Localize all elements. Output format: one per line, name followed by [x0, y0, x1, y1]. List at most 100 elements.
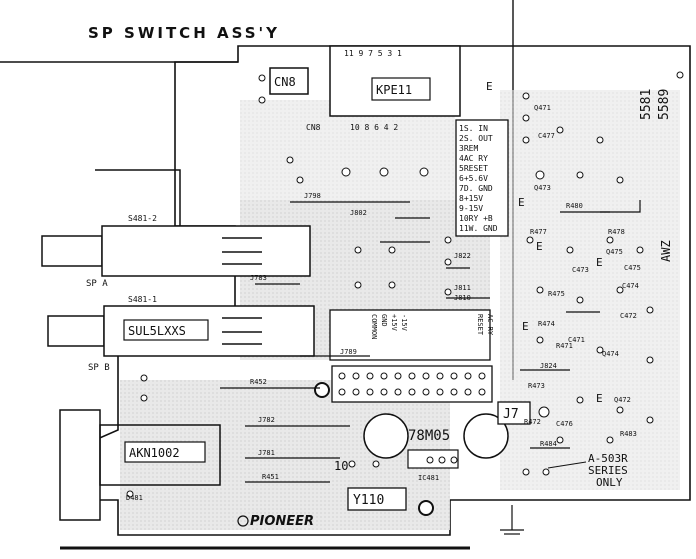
- ref-c477: C477: [538, 132, 555, 140]
- j7-box: [497, 401, 531, 425]
- ref-r475: R475: [548, 290, 565, 298]
- mid-label-gnd: GND: [380, 314, 388, 327]
- ref-c475: C475: [624, 264, 641, 272]
- pioneer-logo: PIONEER: [250, 514, 314, 529]
- e-marker-5: E: [596, 392, 603, 405]
- switch-body-line: [95, 169, 181, 226]
- ref-c472: C472: [620, 312, 637, 320]
- side-hole: [676, 71, 684, 79]
- mid-label-common: COMMON: [370, 314, 378, 339]
- pinout-6: 6+5.6V: [459, 174, 488, 183]
- cn8-label: CN8: [274, 75, 296, 89]
- jumper-j822: J822: [454, 252, 471, 260]
- switch-part-box: [123, 319, 209, 341]
- pinout-7: 7D. GND: [459, 184, 493, 193]
- jack-part-label: AKN1002: [129, 446, 180, 460]
- ref-r478: R478: [608, 228, 625, 236]
- jumper-labels: J798 J802 J783 J822 J811 J810 J824 J782 …: [250, 192, 557, 457]
- component-ref-labels: R452 R451 R480 R478 R477 R475 R474 R473 …: [126, 104, 641, 502]
- pinout-3: 3REM: [459, 144, 478, 153]
- capacitor-right: [463, 413, 509, 459]
- sp-b-label: SP B: [88, 363, 110, 373]
- jumper-j811: J811: [454, 284, 471, 292]
- switch-a-knob: [41, 235, 103, 267]
- pinout-10: 10RY +B: [459, 214, 493, 223]
- e-markers: E E E E E E: [486, 80, 603, 405]
- ref-q473: Q473: [534, 184, 551, 192]
- board-title: SP SWITCH ASS'Y: [88, 24, 280, 42]
- ref-q472: Q472: [614, 396, 631, 404]
- pinout-11: 11W. GND: [459, 224, 498, 233]
- mid-signal-labels: COMMON GND +15V -15V RESET AC RY: [370, 314, 494, 339]
- kpe-label: KPE11: [376, 83, 412, 97]
- long-connector-pins: [338, 372, 486, 396]
- switch-b-knob: [47, 315, 105, 347]
- regulator-ref: IC481: [418, 474, 439, 482]
- component-pads: [126, 74, 654, 498]
- pinout-box: [455, 119, 509, 237]
- ref-q471: Q471: [534, 104, 551, 112]
- mounting-hole-bottom: [418, 500, 434, 516]
- ref-r472: R472: [524, 418, 541, 426]
- label-10: 10: [334, 459, 348, 473]
- mid-label-minus15v: -15V: [400, 314, 408, 332]
- e-marker-1: E: [518, 196, 525, 209]
- e-marker-2: E: [536, 240, 543, 253]
- switch-part-label: SUL5LXXS: [128, 324, 186, 338]
- y110-label: Y110: [353, 493, 384, 508]
- y110-box: [347, 487, 407, 511]
- trace-area-right: [500, 90, 680, 490]
- e-marker-3: E: [596, 256, 603, 269]
- ref-r483: R483: [620, 430, 637, 438]
- sp-a-label: SP A: [86, 279, 108, 289]
- mid-label-acry: AC RY: [486, 314, 494, 336]
- jumper-j789: J789: [340, 348, 357, 356]
- ref-r474: R474: [538, 320, 555, 328]
- side-number-1: 5581: [639, 89, 654, 120]
- pioneer-mark: [237, 515, 249, 527]
- ref-r477: R477: [530, 228, 547, 236]
- pinout-4: 4AC RY: [459, 154, 488, 163]
- pin-bottom-numbers: 10 8 6 4 2: [350, 123, 398, 132]
- ref-c474: C474: [622, 282, 639, 290]
- pinout-9: 9-15V: [459, 204, 483, 213]
- ref-c476: C476: [556, 420, 573, 428]
- cn8-small-label: CN8: [306, 123, 321, 132]
- ref-r451: R451: [262, 473, 279, 481]
- switch-a-body: [101, 225, 311, 277]
- jumper-j781: J781: [258, 449, 275, 457]
- speaker-jack-body: [59, 409, 101, 521]
- ref-c471: C471: [568, 336, 585, 344]
- jumper-j783: J783: [250, 274, 267, 282]
- speaker-jack-frame: [99, 424, 221, 486]
- jumper-j802: J802: [350, 209, 367, 217]
- capacitor-left: [363, 413, 409, 459]
- side-number-2: 5589: [657, 89, 672, 120]
- ref-r480: R480: [566, 202, 583, 210]
- ground-symbol: [500, 505, 524, 535]
- pinout-1: 1S. IN: [459, 124, 488, 133]
- switch-contacts: [222, 237, 262, 345]
- kpe-box: [371, 77, 431, 101]
- mid-label-15v: +15V: [390, 314, 398, 332]
- ref-q474: Q474: [602, 350, 619, 358]
- mid-label-reset: RESET: [476, 314, 484, 336]
- series-note-1: A-503R: [588, 452, 628, 465]
- pinout-8: 8+15V: [459, 194, 483, 203]
- regulator-label: 78M05: [408, 428, 450, 444]
- e-marker-6: E: [486, 80, 493, 93]
- e-marker-4: E: [522, 320, 529, 333]
- pinout-5: 5RESET: [459, 164, 488, 173]
- pinout-2: 2S. OUT: [459, 134, 493, 143]
- ref-c473: C473: [572, 266, 589, 274]
- series-note-leader: [547, 461, 587, 469]
- jack-part-box: [124, 441, 206, 463]
- side-code: AWZ: [659, 240, 673, 262]
- pinout-list: 1S. IN 2S. OUT 3REM 4AC RY 5RESET 6+5.6V…: [459, 124, 498, 233]
- switch-b-ref: S481-1: [128, 295, 157, 304]
- ref-r473: R473: [528, 382, 545, 390]
- mid-connector: [329, 309, 491, 361]
- jumper-j810: J810: [454, 294, 471, 302]
- pin-top-numbers: 11 9 7 5 3 1: [344, 49, 402, 58]
